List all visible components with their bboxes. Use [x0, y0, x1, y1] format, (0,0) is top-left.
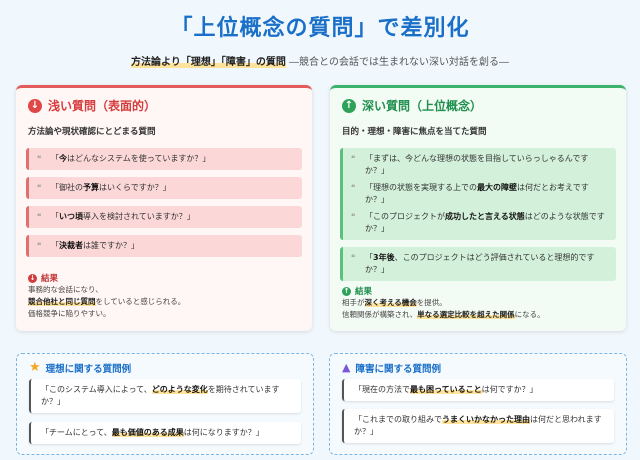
- shallow-card-header: ↓ 浅い質問（表面的）: [28, 97, 156, 114]
- quote-icon: ❝: [37, 241, 42, 250]
- shallow-result-text: 事務的な会話になり、 競合他社と同じ質問をしていると感じられる。 価格競争に陥り…: [28, 285, 186, 318]
- deep-subheading: 目的・理想・障害に焦点を当てた質問: [342, 127, 487, 137]
- deep-result-text: 相手が深く考える機会を提供。 信頼関係が構築され、単なる選定比較を超えた関係にな…: [342, 298, 545, 319]
- warning-triangle-icon: ▲: [342, 361, 351, 374]
- ideal-box-header: ★ 理想に関する質問例: [29, 360, 132, 375]
- deep-questions-card: ↑ 深い質問（上位概念） 目的・理想・障害に焦点を当てた質問 ❝「まずは、今どん…: [330, 85, 626, 331]
- deep-heading: 深い質問（上位概念）: [362, 99, 483, 113]
- ideal-question: 「このシステム導入によって、どのような変化を期待されていますか？」: [29, 379, 301, 413]
- obstacle-questions-box: ▲ 障害に関する質問例 「現在の方法で最も困っていることは何ですか？」 「これま…: [329, 353, 627, 455]
- deep-question: ❝「理想の状態を実現する上での最大の障壁は何だとお考えですか？」: [340, 177, 616, 211]
- quote-icon: ❝: [37, 183, 42, 192]
- arrow-down-dot-icon: ↓: [28, 273, 37, 283]
- deep-question: ❝「このプロジェクトが成功したと言える状態はどのような状態ですか？」: [340, 206, 616, 240]
- page-subtitle: 方法論より「理想」「障害」の質問 ―競合との会話では生まれない深い対話を創る―: [0, 53, 640, 68]
- arrow-up-dot-icon: ↑: [342, 286, 351, 296]
- obstacle-question: 「現在の方法で最も困っていることは何ですか？」: [342, 379, 614, 401]
- quote-icon: ❝: [351, 253, 356, 262]
- shallow-questions-card: ↓ 浅い質問（表面的） 方法論や現状確認にとどまる質問 ❝「今はどんなシステムを…: [16, 85, 312, 331]
- shallow-question: ❝「今はどんなシステムを使っていますか？」: [26, 148, 302, 170]
- quote-icon: ❝: [351, 154, 356, 163]
- quote-icon: ❝: [351, 183, 356, 192]
- arrow-up-circle-icon: ↑: [342, 98, 356, 113]
- quote-icon: ❝: [351, 212, 356, 221]
- ideal-questions-box: ★ 理想に関する質問例 「このシステム導入によって、どのような変化を期待されてい…: [16, 353, 314, 455]
- shallow-question: ❝「御社の予算はいくらですか？」: [26, 177, 302, 199]
- deep-card-header: ↑ 深い質問（上位概念）: [342, 97, 482, 114]
- obstacle-question: 「これまでの取り組みでうまくいかなかった理由は何だと思われますか？」: [342, 409, 614, 443]
- deep-question: ❝「3年後、このプロジェクトはどう評価されていると理想的ですか？」: [340, 247, 616, 281]
- shallow-question: ❝「決裁者は誰ですか？」: [26, 235, 302, 257]
- shallow-subheading: 方法論や現状確認にとどまる質問: [28, 127, 156, 137]
- deep-result-heading: ↑ 結果: [342, 286, 373, 297]
- quote-icon: ❝: [37, 212, 42, 221]
- subtitle-highlight: 方法論より「理想」「障害」の質問: [131, 57, 286, 68]
- deep-question: ❝「まずは、今どんな理想の状態を目指していらっしゃるんですか？」: [340, 148, 616, 182]
- shallow-heading: 浅い質問（表面的）: [48, 99, 157, 113]
- subtitle-rest: ―競合との会話では生まれない深い対話を創る―: [285, 57, 509, 68]
- ideal-question: 「チームにとって、最も価値のある成果は何になりますか？」: [29, 422, 301, 444]
- quote-icon: ❝: [37, 154, 42, 163]
- star-icon: ★: [29, 360, 41, 375]
- obstacle-box-header: ▲ 障害に関する質問例: [342, 361, 441, 376]
- shallow-result-heading: ↓ 結果: [28, 273, 59, 284]
- page-title: 「上位概念の質問」で差別化: [170, 16, 470, 41]
- shallow-question: ❝「いつ頃導入を検討されていますか？」: [26, 206, 302, 228]
- arrow-down-circle-icon: ↓: [28, 98, 42, 113]
